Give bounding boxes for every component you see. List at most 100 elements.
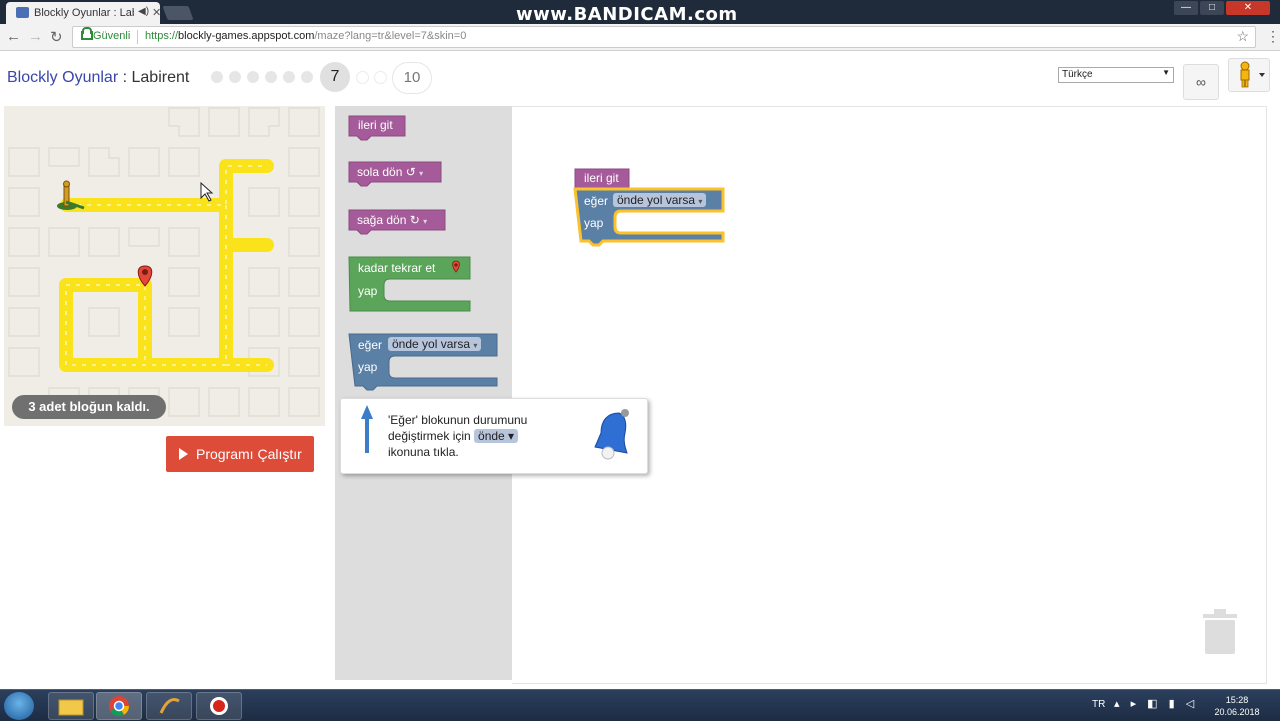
back-arrow-icon[interactable]: ← bbox=[6, 28, 21, 45]
dropdown-arrow-icon: ▾ bbox=[423, 217, 428, 226]
bell-icon bbox=[594, 409, 629, 460]
maze-path bbox=[59, 159, 274, 372]
chrome-menu-icon[interactable]: ⋮ bbox=[1266, 28, 1280, 44]
pegman-icon bbox=[1240, 61, 1265, 88]
media-player-icon bbox=[159, 698, 180, 714]
game-name: Labirent bbox=[131, 69, 190, 86]
browser-toolbar: ← → ↻ Güvenli https://blockly-games.apps… bbox=[0, 24, 1280, 51]
pegman-button[interactable] bbox=[1228, 58, 1270, 92]
level-8-dot[interactable] bbox=[356, 71, 369, 84]
forward-arrow-icon[interactable]: → bbox=[28, 28, 43, 45]
level-3-dot[interactable] bbox=[247, 71, 259, 83]
url-text[interactable]: https://blockly-games.appspot.com/maze?l… bbox=[145, 30, 466, 42]
secure-label: Güvenli bbox=[93, 30, 131, 42]
level-4-dot[interactable] bbox=[265, 71, 277, 83]
record-icon bbox=[210, 697, 228, 715]
url-path: /maze?lang=tr&level=7&skin=0 bbox=[314, 30, 467, 42]
address-bar[interactable]: Güvenli https://blockly-games.appspot.co… bbox=[72, 26, 1256, 48]
hint-line-2-text: değiştirmek için bbox=[388, 429, 475, 443]
toolbox-if-dropdown[interactable]: önde yol varsa ▾ bbox=[388, 337, 482, 351]
lock-icon bbox=[81, 31, 93, 40]
dropdown-arrow-icon: ▾ bbox=[698, 197, 703, 206]
window-controls: — □ ✕ bbox=[1174, 0, 1274, 18]
url-scheme: https:// bbox=[145, 30, 179, 42]
turn-left-label: sola dön ↺ bbox=[357, 165, 416, 179]
windows-start-button[interactable] bbox=[4, 692, 34, 720]
new-tab-button[interactable] bbox=[162, 6, 194, 20]
hint-bubble: 'Eğer' blokunun durumunu değiştirmek içi… bbox=[340, 398, 648, 474]
if-option-value: önde yol varsa bbox=[392, 337, 471, 351]
play-icon bbox=[179, 448, 188, 460]
language-value: Türkçe bbox=[1062, 69, 1093, 80]
tab-title: Blockly Oyunlar : Labi bbox=[34, 7, 134, 19]
level-6-dot[interactable] bbox=[301, 71, 313, 83]
title-separator: : bbox=[118, 69, 132, 86]
toolbox-turn-left-block[interactable]: sola dön ↺ ▾ bbox=[351, 165, 430, 179]
chrome-icon bbox=[109, 696, 129, 717]
toolbox-repeat-do-label: yap bbox=[358, 284, 378, 298]
folder-icon bbox=[58, 699, 84, 716]
input-language-indicator[interactable]: TR bbox=[1092, 699, 1106, 710]
pegman-start-marker bbox=[57, 180, 85, 210]
mouse-cursor-icon bbox=[200, 181, 214, 202]
blockly-games-link[interactable]: Blockly Oyunlar bbox=[7, 69, 119, 86]
level-2-dot[interactable] bbox=[229, 71, 241, 83]
level-1-dot[interactable] bbox=[211, 71, 223, 83]
goal-marker bbox=[137, 265, 153, 287]
taskbar-clock[interactable]: 15:28 20.06.2018 bbox=[1212, 694, 1262, 718]
level-5-dot[interactable] bbox=[283, 71, 295, 83]
recorder-watermark: www.BANDICAM.com bbox=[516, 4, 738, 25]
speaker-icon[interactable]: ◀) bbox=[138, 6, 150, 17]
toolbox-turn-right-block[interactable]: sağa dön ↻ ▾ bbox=[351, 213, 434, 227]
trash-can-icon[interactable] bbox=[1200, 608, 1240, 656]
toolbox-move-forward-block[interactable]: ileri git bbox=[358, 118, 393, 132]
reload-icon[interactable]: ↻ bbox=[50, 29, 63, 46]
run-program-label: Programı Çalıştır bbox=[196, 446, 302, 462]
link-button[interactable]: ∞ bbox=[1183, 64, 1219, 100]
hint-line-1: 'Eğer' blokunun durumunu bbox=[388, 413, 528, 427]
workspace-if-option: önde yol varsa bbox=[617, 193, 696, 207]
media-taskbar-icon[interactable] bbox=[146, 692, 192, 720]
arrow-up-icon bbox=[361, 405, 373, 453]
current-level[interactable]: 7 bbox=[320, 62, 350, 92]
omnibox-divider bbox=[137, 30, 138, 44]
toolbox-repeat-until-label[interactable]: kadar tekrar et bbox=[358, 261, 436, 275]
run-program-button[interactable]: Programı Çalıştır bbox=[166, 436, 314, 472]
close-window-button[interactable]: ✕ bbox=[1226, 1, 1270, 15]
bookmark-star-icon[interactable]: ☆ bbox=[1236, 28, 1249, 44]
hint-line-3: ikonuna tıkla. bbox=[388, 445, 459, 459]
toolbox-blocks bbox=[348, 115, 498, 391]
dropdown-arrow-icon: ▼ bbox=[1162, 68, 1170, 77]
language-select[interactable]: Türkçe ▼ bbox=[1058, 67, 1174, 83]
block-toolbox: ileri git sola dön ↺ ▾ sağa dön ↻ ▾ kada… bbox=[335, 106, 512, 680]
lock-shackle-icon bbox=[82, 27, 92, 34]
link-icon: ∞ bbox=[1196, 74, 1206, 90]
level-10[interactable]: 10 bbox=[392, 62, 432, 94]
hint-text: 'Eğer' blokunun durumunu değiştirmek içi… bbox=[388, 412, 558, 460]
workspace-area[interactable] bbox=[512, 106, 1267, 684]
workspace-if-dropdown[interactable]: önde yol varsa ▾ bbox=[613, 193, 707, 207]
minimize-button[interactable]: — bbox=[1174, 1, 1198, 15]
maximize-button[interactable]: □ bbox=[1200, 1, 1224, 15]
tab-close-button[interactable]: ✕ bbox=[152, 7, 162, 19]
windows-taskbar: TR ▴ ▸ ◧ ▮ ◁ 15:28 20.06.2018 bbox=[0, 689, 1280, 721]
clock-date: 20.06.2018 bbox=[1214, 707, 1260, 717]
goal-marker-icon bbox=[452, 260, 460, 273]
page-title: Blockly Oyunlar : Labirent bbox=[7, 69, 189, 87]
maze-canvas bbox=[4, 106, 325, 426]
maze-drawing bbox=[8, 107, 320, 417]
bandicam-taskbar-icon[interactable] bbox=[196, 692, 242, 720]
hint-dropdown-chip: önde ▾ bbox=[474, 429, 519, 443]
toolbox-if-label[interactable]: eğer bbox=[358, 338, 383, 352]
explorer-taskbar-icon[interactable] bbox=[48, 692, 94, 720]
browser-titlebar: Blockly Oyunlar : Labi ◀) ✕ www.BANDICAM… bbox=[0, 0, 1280, 25]
level-9-dot[interactable] bbox=[374, 71, 387, 84]
toolbox-if-do-label: yap bbox=[358, 360, 378, 374]
workspace-if-label[interactable]: eğer bbox=[584, 194, 609, 208]
chrome-taskbar-icon[interactable] bbox=[96, 692, 142, 720]
clock-time: 15:28 bbox=[1225, 695, 1249, 705]
dropdown-arrow-icon: ▾ bbox=[473, 341, 478, 350]
browser-tab[interactable]: Blockly Oyunlar : Labi ◀) ✕ bbox=[6, 2, 162, 24]
system-tray-icons[interactable]: ▴ ▸ ◧ ▮ ◁ bbox=[1114, 698, 1199, 710]
workspace-move-forward-block[interactable]: ileri git bbox=[584, 171, 619, 185]
